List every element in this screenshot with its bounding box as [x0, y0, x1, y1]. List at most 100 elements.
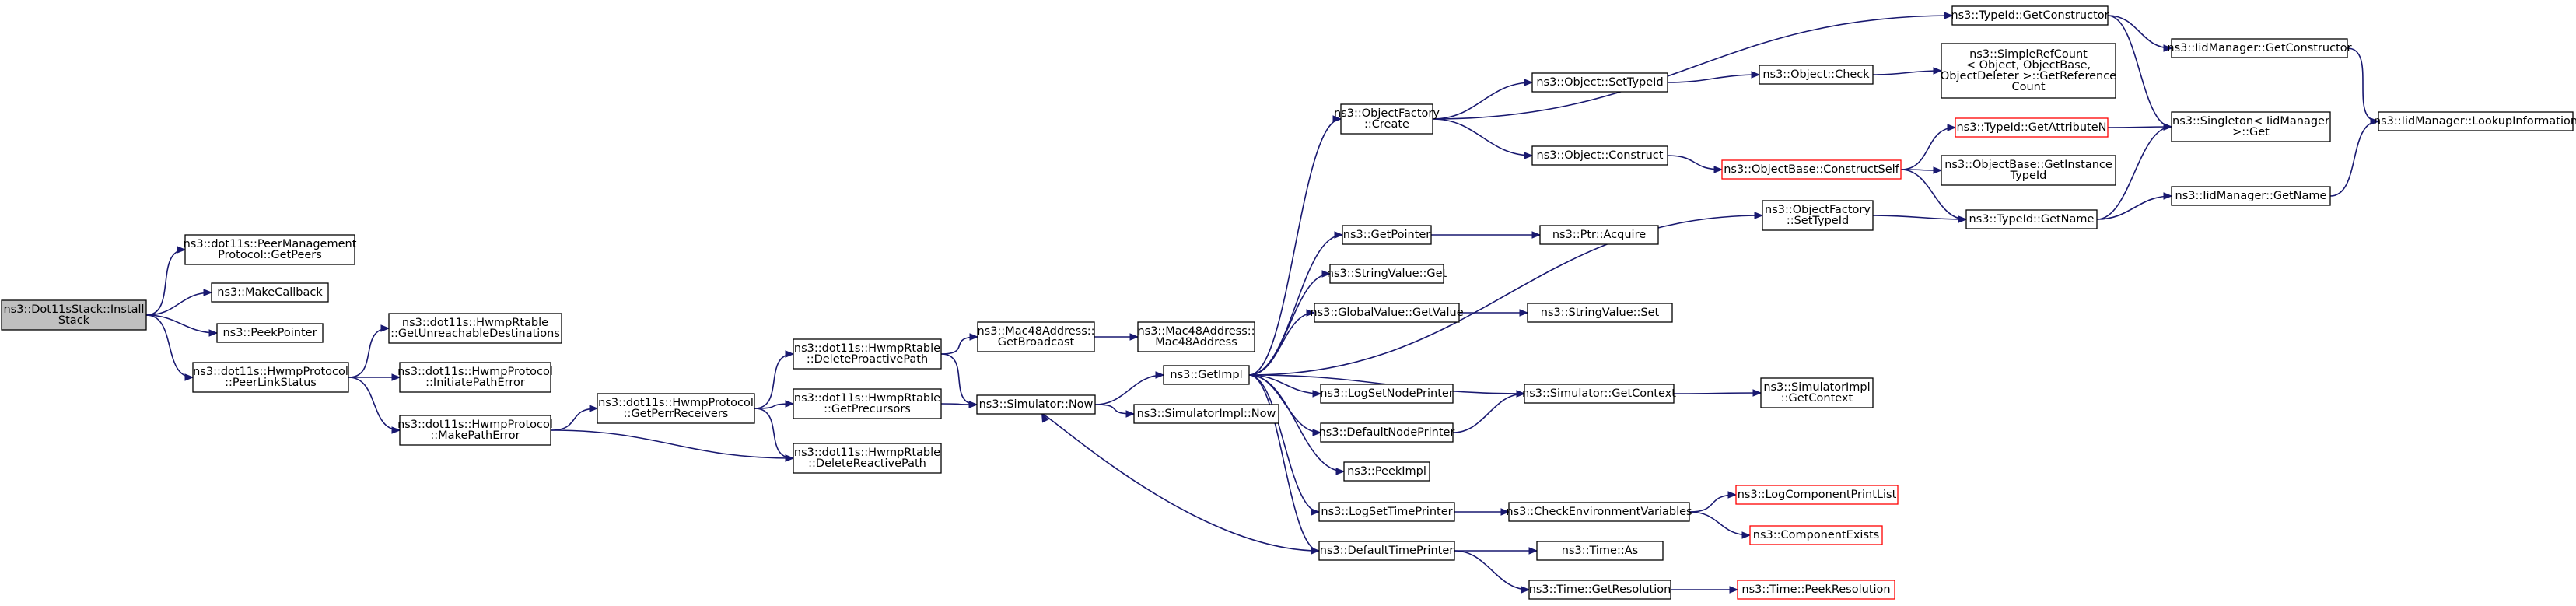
- graph-node-mac48[interactable]: ns3::Mac48Address::Mac48Address: [1137, 321, 1255, 352]
- graph-node-typegetctor[interactable]: ns3::TypeId::GetConstructor: [1951, 5, 2109, 26]
- graph-node-defnode[interactable]: ns3::DefaultNodePrinter: [1319, 422, 1455, 443]
- graph-node-lookup[interactable]: ns3::IidManager::LookupInformation: [2374, 111, 2576, 131]
- graph-node-compexists[interactable]: ns3::ComponentExists: [1749, 525, 1883, 545]
- node-box: [597, 393, 755, 424]
- graph-node-simpleref[interactable]: ns3::SimpleRefCount< Object, ObjectBase,…: [1941, 43, 2116, 99]
- graph-node-logsettime[interactable]: ns3::LogSetTimePrinter: [1318, 502, 1455, 522]
- edge-arrowhead: [177, 246, 187, 254]
- graph-edge: [145, 314, 194, 378]
- graph-node-getprec[interactable]: ns3::dot11s::HwmpRtable::GetPrecursors: [793, 388, 942, 419]
- graph-edge: [1689, 494, 1737, 513]
- graph-edge: [1248, 273, 1331, 376]
- graph-node-peekres[interactable]: ns3::Time::PeekResolution: [1737, 580, 1895, 600]
- graph-node-logcompprint[interactable]: ns3::LogComponentPrintList: [1735, 485, 1899, 505]
- graph-node-makepath[interactable]: ns3::dot11s::HwmpProtocol::MakePathError: [397, 415, 553, 446]
- node-box: [211, 282, 329, 303]
- graph-node-strget[interactable]: ns3::StringValue::Get: [1327, 264, 1447, 284]
- graph-node-getres[interactable]: ns3::Time::GetResolution: [1528, 580, 1671, 600]
- graph-node-delproact[interactable]: ns3::dot11s::HwmpRtable::DeleteProactive…: [793, 338, 942, 370]
- graph-edge: [145, 314, 218, 334]
- graph-node-delreact[interactable]: ns3::dot11s::HwmpRtable::DeleteReactiveP…: [793, 443, 942, 474]
- graph-node-ptracq[interactable]: ns3::Ptr::Acquire: [1539, 225, 1659, 245]
- graph-edge: [2107, 15, 2172, 49]
- graph-node-getunreach[interactable]: ns3::dot11s::HwmpRtable::GetUnreachableD…: [388, 313, 562, 344]
- edge-arrowhead: [1958, 215, 1968, 223]
- node-box: [793, 338, 942, 370]
- edge-arrowhead: [1125, 410, 1136, 418]
- edge-arrowhead: [1519, 309, 1529, 317]
- node-box: [1965, 209, 2098, 229]
- graph-edge: [754, 353, 794, 409]
- node-box: [1539, 225, 1659, 245]
- graph-node-getimpl[interactable]: ns3::GetImpl: [1163, 365, 1250, 385]
- graph-node-peekptr[interactable]: ns3::PeekPointer: [216, 323, 324, 343]
- graph-node-getctx[interactable]: ns3::Simulator::GetContext: [1522, 384, 1676, 404]
- graph-edge: [1452, 393, 1525, 433]
- node-label-line: ns3::Time::GetResolution: [1529, 583, 1671, 596]
- node-label-line: ns3::TypeId::GetName: [1969, 213, 2095, 226]
- node-box: [1329, 264, 1444, 284]
- node-label-line: ::GetContext: [1781, 392, 1853, 405]
- edge-arrowhead: [203, 289, 213, 296]
- graph-node-simimplnow[interactable]: ns3::SimulatorImpl::Now: [1133, 404, 1279, 424]
- node-label-line: ::DeleteProactivePath: [807, 353, 928, 366]
- graph-node-iidgetname[interactable]: ns3::IidManager::GetName: [2171, 186, 2331, 206]
- graph-node-peerlink[interactable]: ns3::dot11s::HwmpProtocol::PeerLinkStatu…: [192, 362, 349, 393]
- node-label-line: ns3::GetImpl: [1170, 369, 1242, 381]
- graph-node-constself[interactable]: ns3::ObjectBase::ConstructSelf: [1721, 159, 1902, 180]
- graph-node-peekimpl[interactable]: ns3::PeekImpl: [1343, 461, 1430, 482]
- node-label-line: ns3::SimulatorImpl: [1763, 381, 1870, 394]
- graph-node-construct[interactable]: ns3::Object::Construct: [1531, 145, 1668, 166]
- edge-arrowhead: [1713, 166, 1724, 173]
- graph-edge: [1667, 74, 1760, 83]
- graph-node-iidgetctor[interactable]: ns3::IidManager::GetConstructor: [2167, 38, 2352, 58]
- graph-node-getpeers[interactable]: ns3::dot11s::PeerManagementProtocol::Get…: [184, 234, 357, 265]
- node-box: [1340, 103, 1433, 135]
- node-box: [1531, 72, 1668, 93]
- node-label-line: ns3::dot11s::HwmpProtocol: [598, 397, 754, 409]
- node-box: [216, 323, 324, 343]
- edge-arrowhead: [1500, 508, 1510, 516]
- edge-arrowhead: [1754, 212, 1764, 219]
- node-label-line: ns3::SimulatorImpl::Now: [1137, 408, 1276, 420]
- graph-node-checkenv[interactable]: ns3::CheckEnvironmentVariables: [1506, 502, 1692, 522]
- edge-arrowhead: [1944, 12, 1954, 19]
- node-box: [1314, 303, 1460, 323]
- graph-node-strset[interactable]: ns3::StringValue::Set: [1527, 303, 1673, 323]
- node-label-line: GetBroadcast: [998, 336, 1075, 349]
- graph-node-typegetname[interactable]: ns3::TypeId::GetName: [1965, 209, 2098, 229]
- graph-node-gvget[interactable]: ns3::GlobalValue::GetValue: [1310, 303, 1464, 323]
- graph-node-settypeid[interactable]: ns3::Object::SetTypeId: [1531, 72, 1668, 93]
- graph-node-singleton[interactable]: ns3::Singleton< IidManager>::Get: [2171, 111, 2331, 142]
- graph-node-deftime[interactable]: ns3::DefaultTimePrinter: [1318, 541, 1455, 561]
- node-label-line: ::MakePathError: [430, 429, 520, 442]
- node-box: [192, 362, 349, 393]
- node-label-line: ns3::TypeId::GetConstructor: [1951, 9, 2109, 22]
- graph-edge: [754, 408, 794, 459]
- edge-arrowhead: [1521, 586, 1531, 594]
- graph-node-getbcast[interactable]: ns3::Mac48Address::GetBroadcast: [977, 321, 1095, 352]
- graph-node-getattrn[interactable]: ns3::TypeId::GetAttributeN: [1955, 117, 2109, 138]
- graph-edge: [145, 249, 186, 316]
- graph-edge: [1667, 155, 1723, 170]
- node-box: [1, 299, 147, 331]
- graph-node-objcreate[interactable]: ns3::ObjectFactory::Create: [1334, 103, 1440, 135]
- graph-node-makecb[interactable]: ns3::MakeCallback: [211, 282, 329, 303]
- graph-node-logsetnode[interactable]: ns3::LogSetNodePrinter: [1320, 384, 1454, 404]
- node-box: [2171, 38, 2348, 58]
- graph-node-initpath[interactable]: ns3::dot11s::HwmpProtocol::InitiatePathE…: [397, 362, 553, 393]
- graph-node-ofsettypeid[interactable]: ns3::ObjectFactory::SetTypeId: [1762, 200, 1874, 231]
- graph-node-simimplctx[interactable]: ns3::SimulatorImpl::GetContext: [1760, 377, 1874, 408]
- graph-node-objcheck[interactable]: ns3::Object::Check: [1759, 65, 1874, 85]
- node-box: [1508, 502, 1690, 522]
- graph-node-timeas[interactable]: ns3::Time::As: [1536, 541, 1664, 561]
- node-label-line: ns3::IidManager::GetConstructor: [2167, 42, 2351, 54]
- graph-node-getpointer[interactable]: ns3::GetPointer: [1342, 225, 1432, 245]
- graph-node-getperr[interactable]: ns3::dot11s::HwmpProtocol::GetPerrReceiv…: [597, 393, 755, 424]
- node-label-line: ::PeerLinkStatus: [225, 377, 317, 389]
- node-box: [1735, 485, 1899, 505]
- node-label-line: ns3::dot11s::HwmpProtocol: [397, 419, 553, 431]
- graph-node-simnow[interactable]: ns3::Simulator::Now: [976, 394, 1096, 415]
